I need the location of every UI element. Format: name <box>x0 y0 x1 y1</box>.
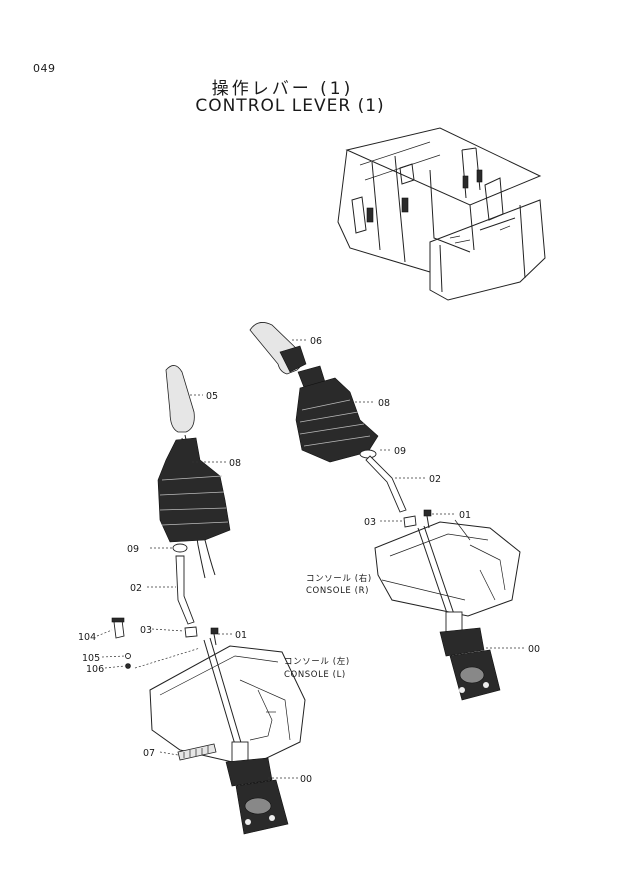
callout-02-right: 02 <box>429 474 441 485</box>
page-number: 049 <box>33 62 56 75</box>
caption-console-r-en: CONSOLE (R) <box>306 586 369 596</box>
left-lever-assembly <box>111 365 306 835</box>
callout-104: 104 <box>78 632 96 643</box>
callout-105: 105 <box>82 653 100 664</box>
caption-console-r-jp: コンソール (右) <box>306 573 372 584</box>
left-rubber-boot <box>157 437 231 543</box>
callout-02-left: 02 <box>130 583 142 594</box>
machine-right-lever-icon <box>401 197 409 213</box>
callout-05: 05 <box>206 391 218 402</box>
left-pilot-valve <box>225 757 273 787</box>
callout-08-right: 08 <box>378 398 390 409</box>
callout-06: 06 <box>310 336 322 347</box>
machine-left-lever-icon <box>366 207 374 223</box>
title-japanese: 操作レバー (1) <box>211 79 354 99</box>
callout-08-left: 08 <box>229 458 241 469</box>
console-l-outline <box>149 645 306 767</box>
left-grip <box>165 365 195 433</box>
part-callouts: 06 05 08 08 09 09 02 02 01 01 03 03 00 0… <box>78 336 540 785</box>
console-captions: コンソール (右) CONSOLE (R) コンソール (左) CONSOLE … <box>284 573 372 680</box>
callout-106: 106 <box>86 664 104 675</box>
callout-01-right: 01 <box>459 510 471 521</box>
right-lever-assembly <box>249 322 521 701</box>
callout-00-left: 00 <box>300 774 312 785</box>
machine-overview-illustration <box>337 127 546 301</box>
right-rubber-boot <box>295 377 379 463</box>
callout-09-left: 09 <box>127 544 139 555</box>
console-r-outline <box>374 521 521 617</box>
leader-lines <box>96 339 526 779</box>
right-pilot-valve <box>439 627 485 657</box>
callout-00-right: 00 <box>528 644 540 655</box>
caption-console-l-en: CONSOLE (L) <box>284 670 346 680</box>
callout-01-left: 01 <box>235 630 247 641</box>
callout-03-right: 03 <box>364 517 376 528</box>
callout-09-right: 09 <box>394 446 406 457</box>
title-english: CONTROL LEVER (1) <box>195 96 385 116</box>
caption-console-l-jp: コンソール (左) <box>284 656 350 667</box>
callout-03-left: 03 <box>140 625 152 636</box>
callout-07: 07 <box>143 748 155 759</box>
